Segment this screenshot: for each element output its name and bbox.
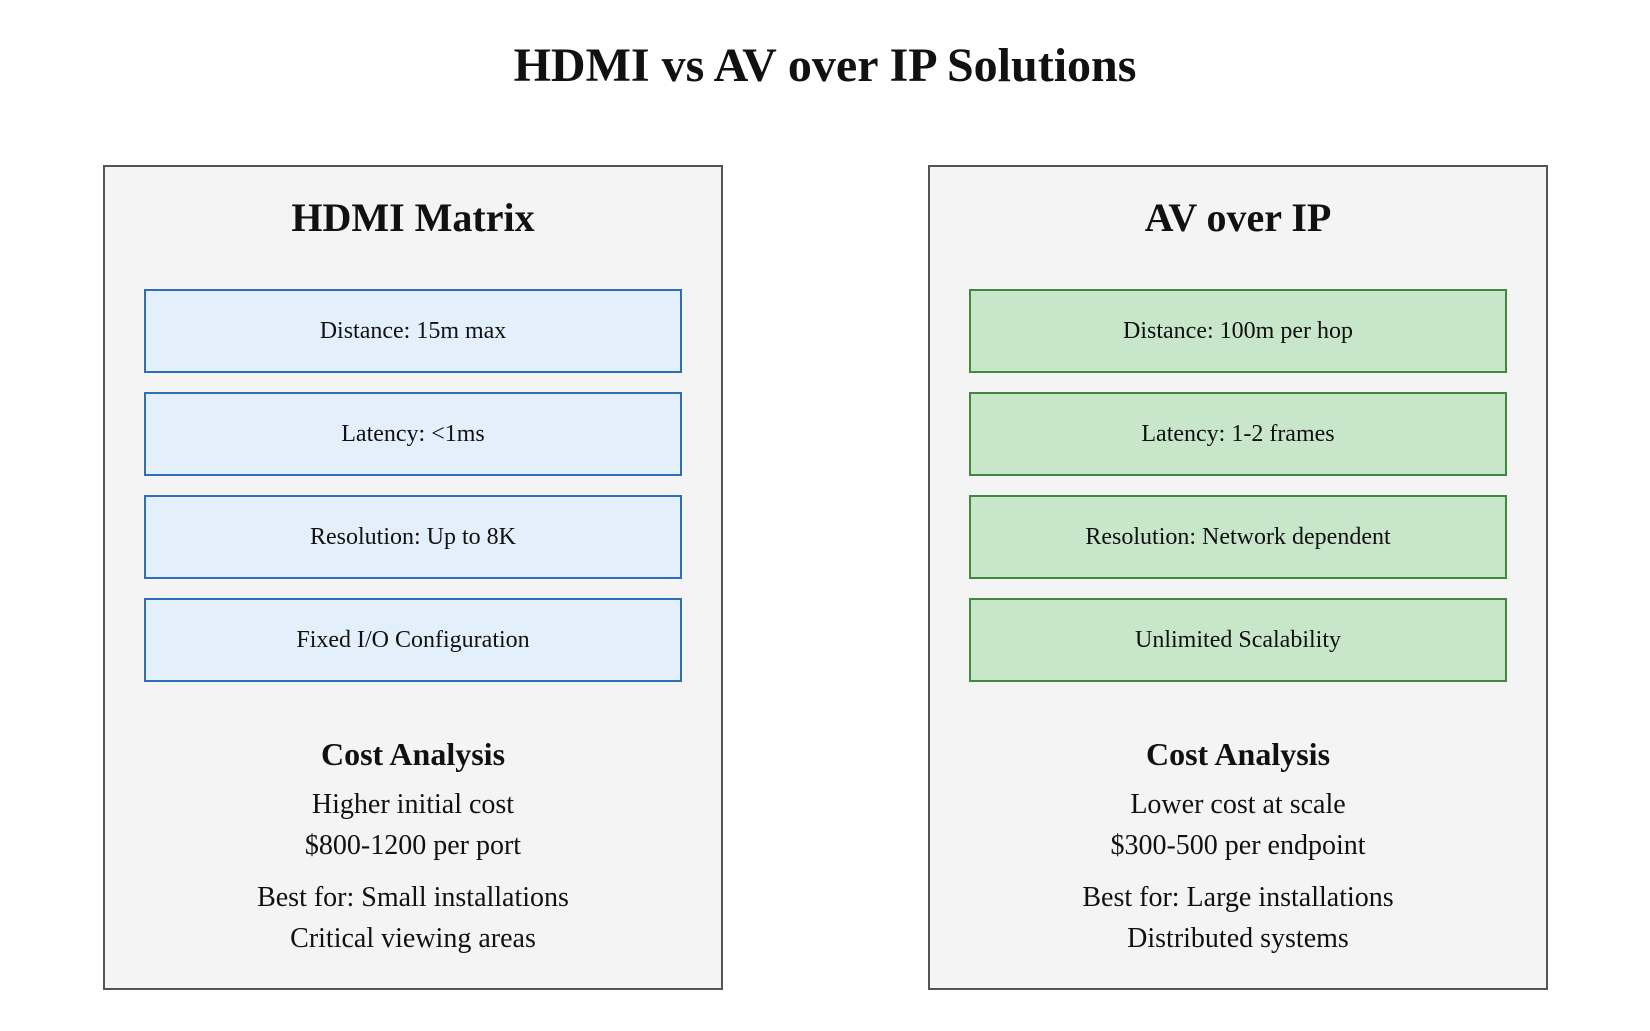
panel-title: HDMI Matrix	[291, 195, 535, 240]
cost-analysis-title: Cost Analysis	[320, 736, 506, 772]
feature-box: Latency: 1-2 frames	[969, 392, 1507, 476]
av-over-ip-panel: AV over IP Distance: 100m per hop Latenc…	[928, 165, 1548, 990]
hdmi-matrix-panel: HDMI Matrix Distance: 15m max Latency: <…	[103, 165, 723, 990]
feature-box: Distance: 15m max	[144, 289, 682, 373]
panel-title: AV over IP	[1144, 195, 1332, 240]
cost-line: Lower cost at scale	[1130, 789, 1346, 820]
cost-line: Distributed systems	[1127, 923, 1349, 954]
feature-box: Unlimited Scalability	[969, 598, 1507, 682]
cost-line: $800-1200 per port	[304, 830, 522, 861]
cost-line: Best for: Small installations	[257, 882, 569, 913]
cost-line: Higher initial cost	[311, 789, 515, 820]
feature-box: Distance: 100m per hop	[969, 289, 1507, 373]
feature-box: Resolution: Up to 8K	[144, 495, 682, 579]
cost-line: Best for: Large installations	[1082, 882, 1394, 913]
feature-box: Fixed I/O Configuration	[144, 598, 682, 682]
cost-line: $300-500 per endpoint	[1110, 830, 1366, 861]
cost-line: Critical viewing areas	[290, 923, 536, 954]
feature-box: Latency: <1ms	[144, 392, 682, 476]
cost-analysis-title: Cost Analysis	[1145, 736, 1331, 772]
page-title: HDMI vs AV over IP Solutions	[513, 39, 1137, 92]
feature-box: Resolution: Network dependent	[969, 495, 1507, 579]
